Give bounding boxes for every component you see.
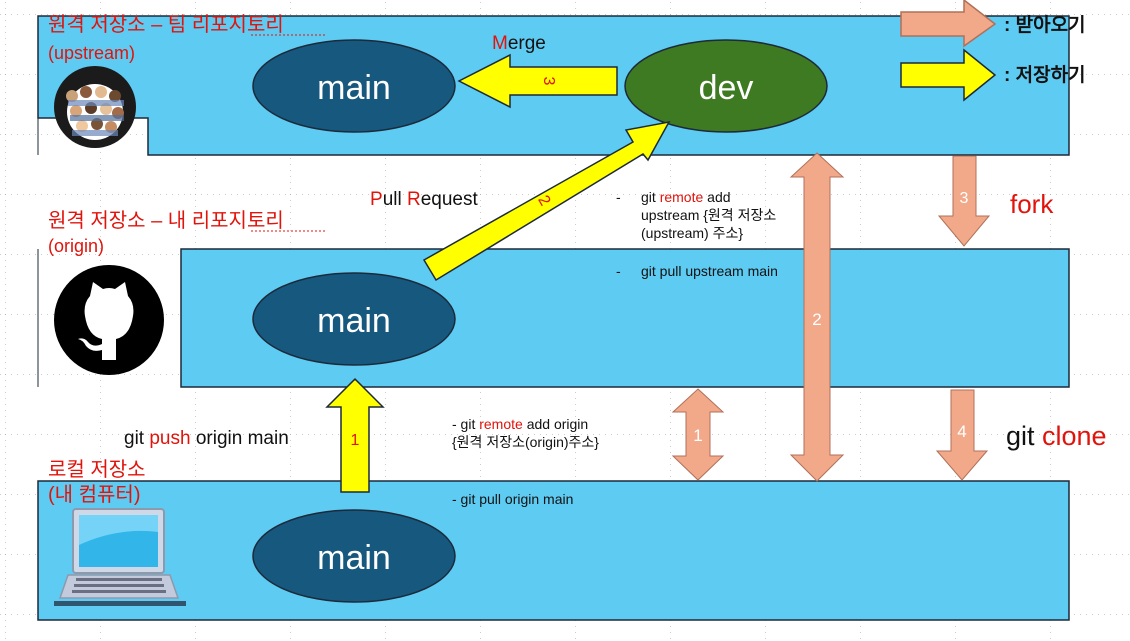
upstream-repo-title: 원격 저장소 – 팀 리포지토리 [48, 13, 284, 36]
push-step-number: 1 [351, 432, 360, 449]
note-remote-upstream-line2: upstream {원격 저장소 [641, 207, 776, 223]
pull-request-arrow [422, 120, 671, 282]
note-remote-upstream-dash: - [616, 189, 621, 205]
pull-request-label: Pull Request [370, 189, 478, 210]
origin-main-node [252, 272, 456, 366]
local-repo-subtitle: (내 컴퓨터) [48, 483, 140, 506]
clone-arrow [935, 389, 989, 481]
legend-save-label: : 저장하기 [1004, 64, 1086, 86]
octocat-team-avatar [54, 66, 136, 148]
fork-arrow [937, 155, 991, 247]
origin-pull-step-number: 1 [693, 426, 702, 445]
origin-repo-subtitle: (origin) [48, 236, 104, 256]
local-main-node [252, 509, 456, 603]
fork-step-number: 3 [960, 190, 969, 207]
laptop-icon [54, 508, 186, 606]
clone-step-number: 4 [957, 422, 966, 441]
upstream-main-node [252, 39, 456, 133]
legend-save-arrow [900, 48, 997, 102]
note-pull-origin: - git pull origin main [452, 491, 573, 507]
merge-arrow [457, 53, 618, 109]
note-remote-origin-line2: {원격 저장소(origin)주소} [452, 434, 599, 450]
push-arrow [325, 377, 385, 493]
upstream-pull-arrow [789, 152, 845, 482]
upstream-dev-node [624, 39, 828, 133]
push-command-label: git push origin main [124, 428, 289, 449]
legend-fetch-label: : 받아오기 [1004, 14, 1086, 36]
note-remote-upstream-line1: git remote add [641, 189, 731, 205]
local-repo-title: 로컬 저장소 [48, 458, 146, 481]
upstream-pull-step-number: 2 [812, 310, 821, 329]
local-repo-band [37, 480, 1070, 621]
upstream-main-label: main [317, 69, 391, 107]
fork-label: fork [1010, 189, 1054, 219]
origin-main-label: main [317, 302, 391, 340]
upstream-repo-subtitle: (upstream) [48, 43, 135, 63]
merge-step-number: 3 [540, 77, 557, 86]
local-main-label: main [317, 539, 391, 577]
note-remote-upstream-line3: (upstream) 주소} [641, 225, 743, 241]
github-octocat-icon [54, 265, 164, 375]
origin-pull-arrow [671, 388, 725, 481]
note-remote-origin-line1: - git remote add origin [452, 416, 588, 432]
clone-command-label: git clone [1006, 421, 1107, 451]
upstream-dev-label: dev [699, 69, 754, 107]
origin-repo-title: 원격 저장소 – 내 리포지토리 [48, 209, 284, 232]
legend-fetch-arrow [900, 0, 997, 48]
note-pull-upstream-dash: - [616, 263, 621, 279]
merge-label: Merge [492, 33, 546, 54]
note-pull-upstream: git pull upstream main [641, 263, 778, 279]
